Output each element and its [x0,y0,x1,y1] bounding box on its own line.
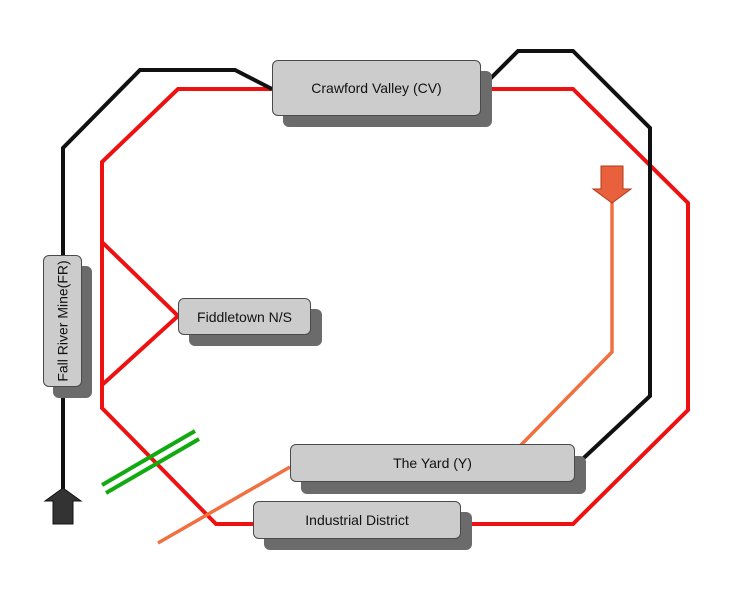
orange-spur-track-lower [157,465,291,545]
station-label: The Yard (Y) [393,455,472,471]
up-arrow-icon [43,487,83,525]
station-the-yard[interactable]: The Yard (Y) [290,444,575,482]
station-industrial-district[interactable]: Industrial District [253,501,461,539]
red-mainline-track-east [460,87,690,526]
station-label: Fiddletown N/S [197,308,292,325]
green-crossing-line [104,437,201,495]
green-crossing-line [100,429,197,487]
black-branch-track-east [478,49,652,470]
station-fiddletown[interactable]: Fiddletown N/S [178,298,311,335]
station-label: Fall River Mine(FR) [54,260,71,382]
station-label: Industrial District [305,512,409,528]
red-mainline-track [100,87,272,526]
down-arrow-icon [591,165,633,204]
station-crawford-valley[interactable]: Crawford Valley (CV) [272,60,481,116]
station-label: Crawford Valley (CV) [311,80,442,96]
fiddletown-siding-track [100,240,181,387]
orange-spur-track [518,200,614,448]
black-branch-track-west [61,68,273,490]
station-fall-river-mine[interactable]: Fall River Mine(FR) [43,255,82,387]
